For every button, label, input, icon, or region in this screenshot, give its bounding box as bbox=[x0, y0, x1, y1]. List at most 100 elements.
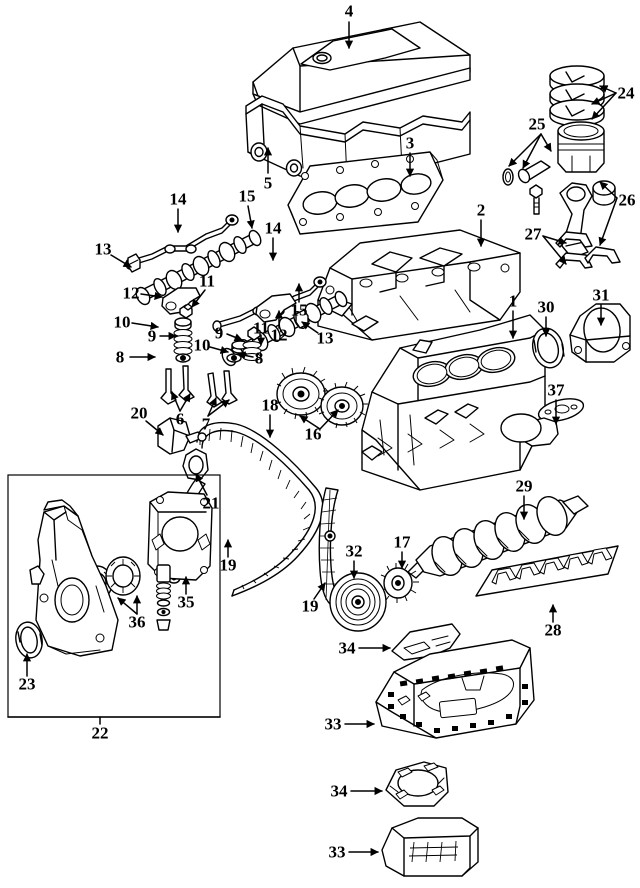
part-oil-baffle bbox=[391, 623, 461, 661]
part-valves bbox=[160, 365, 238, 408]
part-oil-pickup-gasket bbox=[385, 761, 449, 807]
part-cam-sprockets bbox=[274, 366, 368, 429]
part-connecting-rod bbox=[529, 180, 616, 259]
part-crank-sprocket bbox=[379, 563, 419, 603]
part-cylinder-block bbox=[361, 314, 546, 491]
part-valve-cover bbox=[245, 21, 471, 187]
callout-oil-pump-pickup-gasket: 34 bbox=[330, 781, 348, 801]
part-main-bearings bbox=[475, 545, 619, 597]
part-rocker-arms bbox=[161, 287, 297, 323]
callout-rod-bearing-set: 27 bbox=[524, 224, 542, 244]
callout-timing-chain: 18 bbox=[261, 395, 279, 415]
part-chain-tensioner bbox=[157, 417, 207, 455]
callout-valve-cover-gasket: 5 bbox=[263, 173, 273, 193]
callout-valve-spring: 9 bbox=[214, 323, 224, 343]
leader-line-13 bbox=[110, 254, 132, 268]
callout-valve-stem-seal: 10 bbox=[193, 335, 211, 355]
callout-valve-cover: 4 bbox=[344, 1, 354, 21]
leader-line-10 bbox=[209, 346, 229, 354]
callout-camshaft-bearing-cap: 15 bbox=[290, 300, 308, 320]
callout-cylinder-head-gasket: 3 bbox=[405, 133, 415, 153]
leader-line-12 bbox=[140, 291, 163, 301]
callout-intake-valve: 6 bbox=[175, 409, 185, 429]
part-valve-train-right bbox=[226, 326, 262, 363]
callout-camshaft-oil-tube: 14 bbox=[169, 189, 187, 209]
part-tensioner-gasket bbox=[182, 448, 209, 481]
part-oil-pump-cover bbox=[147, 491, 213, 581]
callout-leaders-branches bbox=[7, 92, 618, 725]
leader-line-15 bbox=[246, 205, 255, 229]
leader-line-26 bbox=[599, 181, 618, 199]
leader-line-7 bbox=[207, 397, 217, 417]
callout-rear-main-bearing-cap: 31 bbox=[592, 285, 610, 305]
part-piston-rings bbox=[549, 65, 605, 127]
leader-line-13 bbox=[301, 321, 319, 334]
callout-exhaust-valve: 7 bbox=[201, 414, 211, 434]
callout-oil-pump-body: 35 bbox=[177, 592, 195, 612]
part-cylinder-head-gasket bbox=[287, 151, 444, 235]
part-oil-pump-housing bbox=[29, 499, 119, 657]
callout-valve-stem-seal: 10 bbox=[113, 312, 131, 332]
callout-rocker-arm: 12 bbox=[122, 283, 140, 303]
callout-cylinder-block: 1 bbox=[508, 291, 518, 311]
leader-line-16 bbox=[319, 409, 339, 430]
leader-line-19 bbox=[313, 582, 326, 600]
callout-camshaft-bearing-cap: 15 bbox=[238, 186, 256, 206]
callout-valve-guide: 13 bbox=[94, 239, 112, 259]
callout-crankshaft-pulley: 32 bbox=[345, 541, 363, 561]
part-camshaft-upper bbox=[125, 214, 262, 306]
part-piston-pin bbox=[502, 160, 551, 186]
callout-chain-tensioner: 20 bbox=[130, 403, 148, 423]
callout-oil-pump-rotor-set: 36 bbox=[128, 612, 146, 632]
part-piston bbox=[557, 121, 605, 173]
callout-oil-pump-assembly-box: 22 bbox=[91, 723, 109, 743]
part-timing-chain bbox=[196, 421, 324, 597]
part-crankshaft bbox=[407, 495, 589, 579]
callout-chain-guide: 19 bbox=[219, 555, 237, 575]
callout-crankshaft: 29 bbox=[515, 476, 533, 496]
callout-tensioner-gasket: 21 bbox=[202, 493, 220, 513]
callout-valve-spring-retainer: 11 bbox=[252, 318, 270, 338]
callout-camshaft-sprocket: 16 bbox=[304, 424, 322, 444]
leader-line-10 bbox=[131, 321, 159, 330]
callout-oil-pan-lower: 33 bbox=[328, 842, 346, 862]
leader-line-6 bbox=[171, 391, 181, 412]
leader-line-8 bbox=[237, 351, 254, 360]
leader-line-11 bbox=[191, 289, 206, 308]
part-oil-pan-lower bbox=[381, 817, 479, 877]
callout-leaders bbox=[22, 21, 618, 857]
part-crank-pulley bbox=[329, 572, 387, 632]
callout-cylinder-head: 2 bbox=[476, 200, 486, 220]
callout-valve-spring-retainer: 11 bbox=[198, 271, 216, 291]
callout-piston-pin-and-clip: 25 bbox=[528, 114, 546, 134]
callout-camshaft-oil-tube: 14 bbox=[264, 218, 282, 238]
part-rear-main-cap bbox=[569, 303, 631, 363]
leader-line-24 bbox=[599, 85, 617, 94]
callout-valve-guide: 13 bbox=[316, 328, 334, 348]
leader-line-20 bbox=[145, 420, 164, 436]
callout-crankshaft-rear-seal: 30 bbox=[537, 297, 555, 317]
callout-rocker-arm: 12 bbox=[270, 325, 288, 345]
callout-oil-pan-upper: 33 bbox=[324, 714, 342, 734]
part-oil-filler-cap bbox=[500, 398, 585, 447]
callout-chain-guide: 19 bbox=[301, 596, 319, 616]
callout-valve-cotter: 8 bbox=[115, 347, 125, 367]
leader-line-27 bbox=[542, 235, 567, 245]
part-oil-pan-upper bbox=[375, 639, 535, 739]
part-cylinder-head bbox=[317, 229, 521, 341]
leader-line-21 bbox=[195, 473, 208, 496]
callout-front-crankshaft-seal: 23 bbox=[18, 674, 36, 694]
callout-connecting-rod: 26 bbox=[618, 190, 636, 210]
callout-main-bearing-set: 28 bbox=[544, 620, 562, 640]
callout-oil-filler-cap: 37 bbox=[547, 380, 565, 400]
callout-valve-spring: 9 bbox=[147, 326, 157, 346]
part-front-crank-seal bbox=[15, 621, 43, 659]
callout-valve-cotter: 8 bbox=[254, 348, 264, 368]
callout-piston-ring-set: 24 bbox=[617, 83, 635, 103]
part-oil-pressure-relief-valve bbox=[156, 564, 171, 631]
part-valve-train-left bbox=[173, 303, 193, 363]
leader-line-25 bbox=[540, 133, 552, 152]
callout-oil-pan-baffle: 34 bbox=[338, 638, 356, 658]
